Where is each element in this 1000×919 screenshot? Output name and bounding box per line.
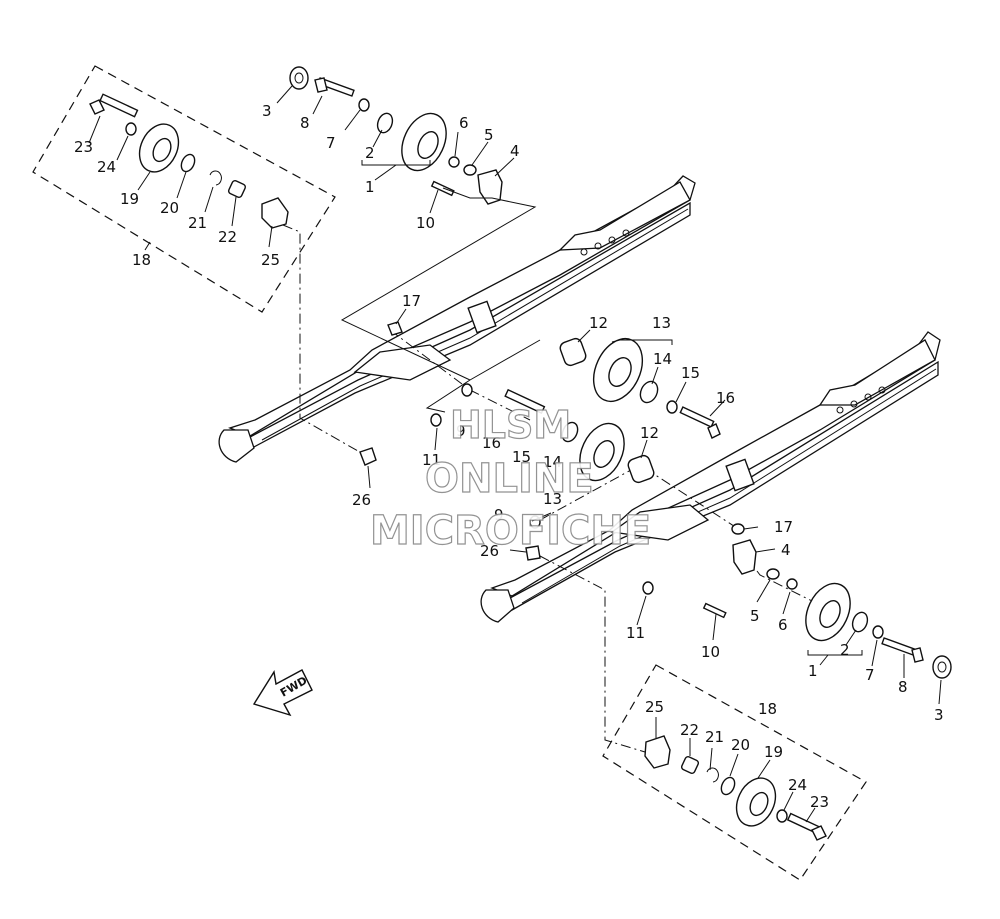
callout: 9: [456, 422, 466, 440]
watermark-line-1: HLSM: [450, 403, 571, 447]
callout: 21: [705, 728, 724, 746]
callout: 18: [758, 700, 777, 718]
callout: 19: [764, 743, 783, 761]
callout: 24: [788, 776, 807, 794]
lower-slide-rail: [480, 331, 941, 623]
callout: 1: [808, 662, 818, 680]
callout: 22: [218, 228, 237, 246]
callout: 13: [543, 490, 562, 508]
callout: 8: [300, 114, 310, 132]
callout: 6: [778, 616, 788, 634]
callout: 24: [97, 158, 116, 176]
callout: 22: [680, 721, 699, 739]
callout: 23: [74, 138, 93, 156]
callout: 2: [840, 641, 850, 659]
callout: 26: [352, 491, 371, 509]
callout: 8: [898, 678, 908, 696]
callout: 11: [422, 451, 441, 469]
callout: 9: [494, 506, 504, 524]
callout: 6: [459, 114, 469, 132]
callout: 19: [120, 190, 139, 208]
callout: 17: [774, 518, 793, 536]
callout: 7: [326, 134, 336, 152]
callout: 23: [810, 793, 829, 811]
upper-slide-rail: [218, 175, 696, 463]
callout: 10: [701, 643, 720, 661]
kit-parts-upper: [89, 93, 289, 229]
kit-parts-lower: [644, 735, 827, 841]
callout: 10: [416, 214, 435, 232]
callout: 4: [510, 142, 520, 160]
callout: 25: [645, 698, 664, 716]
callout: 18: [132, 251, 151, 269]
watermark-line-3: MICROFICHE: [370, 508, 651, 554]
axle-parts-upper: [359, 321, 721, 484]
callout: 26: [480, 542, 499, 560]
callout: 13: [652, 314, 671, 332]
callout: 17: [402, 292, 421, 310]
centerline-lower-kit: [539, 555, 646, 753]
watermark: HLSM ONLINE MICROFICHE: [369, 402, 651, 554]
callout: 5: [750, 607, 760, 625]
wheel-assembly-upper: [289, 66, 503, 205]
wheel-assembly-lower: [702, 568, 952, 679]
kit-box-lower-right: [602, 664, 867, 881]
callout: 3: [262, 102, 272, 120]
callout: 1: [365, 178, 375, 196]
callout: 14: [543, 453, 562, 471]
callout: 7: [865, 666, 875, 684]
callout-labels: 3 8 7 2 1 6 5 4 10 23 24 19 20 21 22 25 …: [74, 102, 944, 811]
callout: 16: [482, 434, 501, 452]
callout: 15: [512, 448, 531, 466]
watermark-line-2: ONLINE: [425, 456, 594, 502]
callout: 12: [589, 314, 608, 332]
centerline-upper-kit: [282, 224, 366, 456]
callout: 5: [484, 126, 494, 144]
callout: 15: [681, 364, 700, 382]
forward-direction-arrow: FWD: [252, 669, 313, 717]
callout: 12: [640, 424, 659, 442]
leader-lines: [88, 85, 942, 823]
callout: 3: [934, 706, 944, 724]
callout: 20: [731, 736, 750, 754]
callout: 4: [781, 541, 791, 559]
callout: 21: [188, 214, 207, 232]
callout: 14: [653, 350, 672, 368]
callout: 11: [626, 624, 645, 642]
kit-box-upper-left: [32, 65, 336, 313]
callout: 20: [160, 199, 179, 217]
axle-parts-lower: [525, 515, 757, 595]
callout: 25: [261, 251, 280, 269]
callout: 16: [716, 389, 735, 407]
callout: 2: [365, 144, 375, 162]
